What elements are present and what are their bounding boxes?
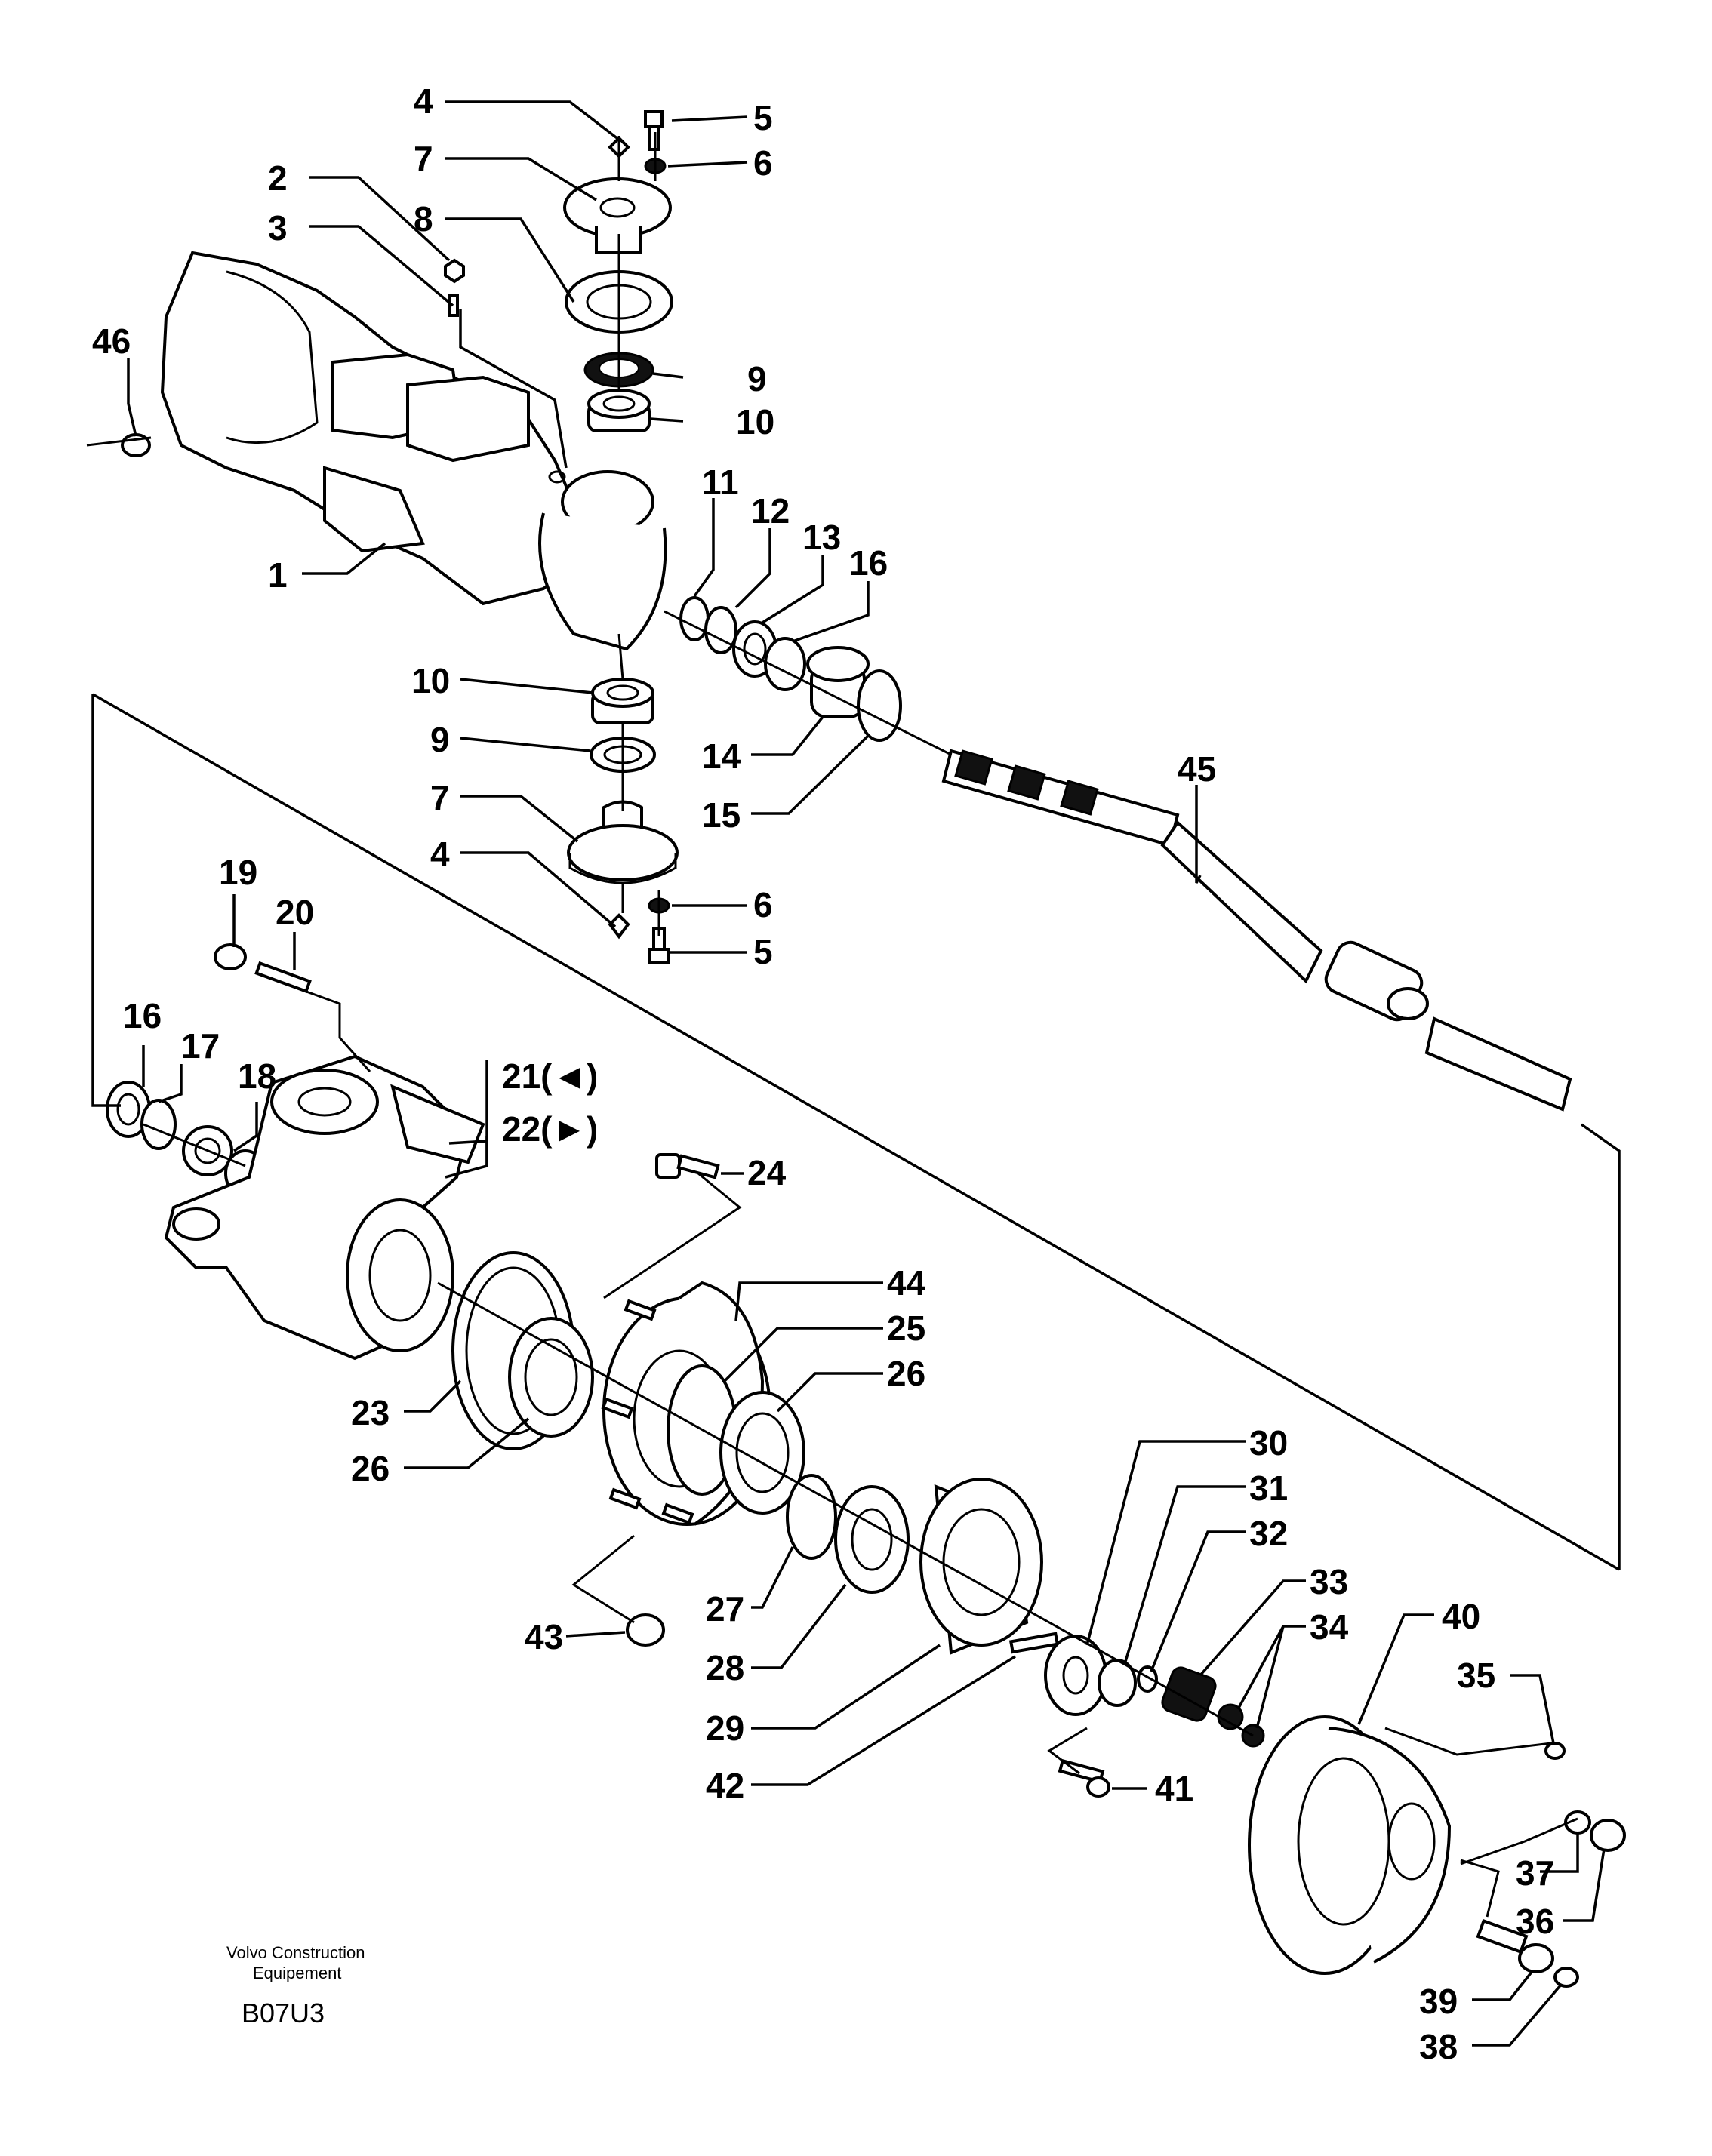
o-ring-15-part <box>857 669 902 742</box>
steering-knuckle-21-22-part <box>164 1054 485 1361</box>
callout-24: 24 <box>747 1153 787 1192</box>
callout-45: 45 <box>1178 749 1216 789</box>
drawing-code: B07U3 <box>242 1998 325 2028</box>
callout-6-bottom: 6 <box>753 885 773 924</box>
bearing-10-top-part <box>587 389 651 432</box>
pin-42-part <box>1008 1632 1060 1654</box>
circlip-32-part <box>1137 1665 1158 1693</box>
callout-12: 12 <box>751 491 790 531</box>
callout-26-left: 26 <box>351 1449 390 1488</box>
callout-4-top: 4 <box>414 82 433 121</box>
bolt-41-part <box>1058 1758 1110 1798</box>
callout-6-top: 6 <box>753 143 773 183</box>
callout-22: 22(►) <box>502 1109 598 1149</box>
callout-14: 14 <box>702 737 741 776</box>
grease-nipple-4-bottom-part <box>608 913 630 940</box>
bearing-10-bottom-part <box>591 678 654 724</box>
callout-36: 36 <box>1516 1902 1554 1941</box>
callout-16-top: 16 <box>849 543 888 583</box>
leader-lines <box>127 100 1606 2047</box>
callout-41: 41 <box>1155 1769 1193 1808</box>
kingpin-cap-7-bottom-part <box>567 800 679 884</box>
plug-39-part <box>1476 1918 1554 1973</box>
callout-10-top: 10 <box>736 402 774 441</box>
callout-9-bottom: 9 <box>430 720 450 759</box>
bearing-26-left-part <box>508 1317 594 1438</box>
callout-27: 27 <box>706 1589 744 1629</box>
stud-3-part <box>448 294 459 317</box>
callout-11: 11 <box>702 463 739 502</box>
callout-44: 44 <box>887 1263 926 1303</box>
callout-39: 39 <box>1419 1982 1458 2021</box>
callout-9-top: 9 <box>747 359 767 398</box>
callout-8: 8 <box>414 199 433 238</box>
axle-housing-part <box>160 251 667 651</box>
wheel-nut-43-part <box>626 1613 665 1647</box>
callout-3: 3 <box>268 208 288 248</box>
callout-7-bottom: 7 <box>430 778 450 817</box>
callout-33: 33 <box>1310 1562 1348 1601</box>
callout-19: 19 <box>219 853 257 892</box>
ring-12-part <box>704 606 737 654</box>
callout-30: 30 <box>1249 1423 1288 1462</box>
callout-37: 37 <box>1516 1853 1554 1893</box>
bolt-5-bottom-part <box>648 927 670 964</box>
footer: Volvo Construction Equipement B07U3 <box>226 1943 365 2028</box>
callout-23: 23 <box>351 1393 390 1432</box>
assembly-lines <box>86 132 1621 1918</box>
callout-labels: 1 2 3 4 5 6 7 8 9 10 11 12 13 14 15 16 1… <box>92 82 1554 2066</box>
callout-29: 29 <box>706 1708 744 1748</box>
callout-18: 18 <box>238 1056 276 1096</box>
plug-36-part <box>1590 1819 1626 1852</box>
bolt-5-top-part <box>644 110 664 151</box>
planet-carrier-29-part <box>919 1478 1043 1655</box>
callout-15: 15 <box>702 795 741 835</box>
planetary-housing-40-part <box>1248 1715 1452 1975</box>
callout-31: 31 <box>1249 1469 1288 1508</box>
nut-2-part <box>444 258 465 284</box>
bearing-26-right-part <box>719 1391 805 1515</box>
snap-ring-27-part <box>786 1474 837 1560</box>
callout-21: 21(◄) <box>502 1056 598 1096</box>
screw-35-part <box>1544 1742 1566 1760</box>
bearing-34-part <box>1217 1703 1265 1748</box>
gear-33-part <box>1161 1666 1217 1722</box>
callout-5-bottom: 5 <box>753 932 773 971</box>
callout-4-bottom: 4 <box>430 835 450 874</box>
nut-19-part <box>214 943 247 970</box>
drive-shaft-45-part <box>941 749 1572 1112</box>
callout-16-left: 16 <box>123 996 162 1035</box>
callout-40: 40 <box>1442 1597 1480 1636</box>
snap-ring-17-part <box>140 1099 177 1150</box>
callout-13: 13 <box>802 518 841 557</box>
callout-38: 38 <box>1419 2027 1458 2066</box>
publisher-line-2: Equipement <box>253 1964 341 1982</box>
callout-2: 2 <box>268 158 288 198</box>
o-ring-38-part <box>1553 1967 1579 1988</box>
callout-5-top: 5 <box>753 98 773 137</box>
callout-25: 25 <box>887 1309 925 1348</box>
callout-46: 46 <box>92 321 131 361</box>
callout-34: 34 <box>1310 1607 1349 1647</box>
callout-10-bottom: 10 <box>411 661 450 700</box>
callout-35: 35 <box>1457 1656 1495 1695</box>
ring-gear-28-part <box>834 1485 910 1594</box>
snap-ring-11-part <box>679 596 710 641</box>
callout-43: 43 <box>525 1617 563 1656</box>
callout-20: 20 <box>276 893 314 932</box>
callout-32: 32 <box>1249 1514 1288 1553</box>
stud-20-part <box>254 961 312 994</box>
publisher-line-1: Volvo Construction <box>226 1943 365 1962</box>
callout-7-top: 7 <box>414 139 433 178</box>
callout-17: 17 <box>181 1026 220 1066</box>
callout-1: 1 <box>268 555 288 595</box>
callout-42: 42 <box>706 1766 744 1805</box>
callout-26-right: 26 <box>887 1354 925 1393</box>
washer-37-part <box>1564 1810 1591 1835</box>
callout-28: 28 <box>706 1648 744 1687</box>
bolt-24-part <box>655 1153 720 1179</box>
